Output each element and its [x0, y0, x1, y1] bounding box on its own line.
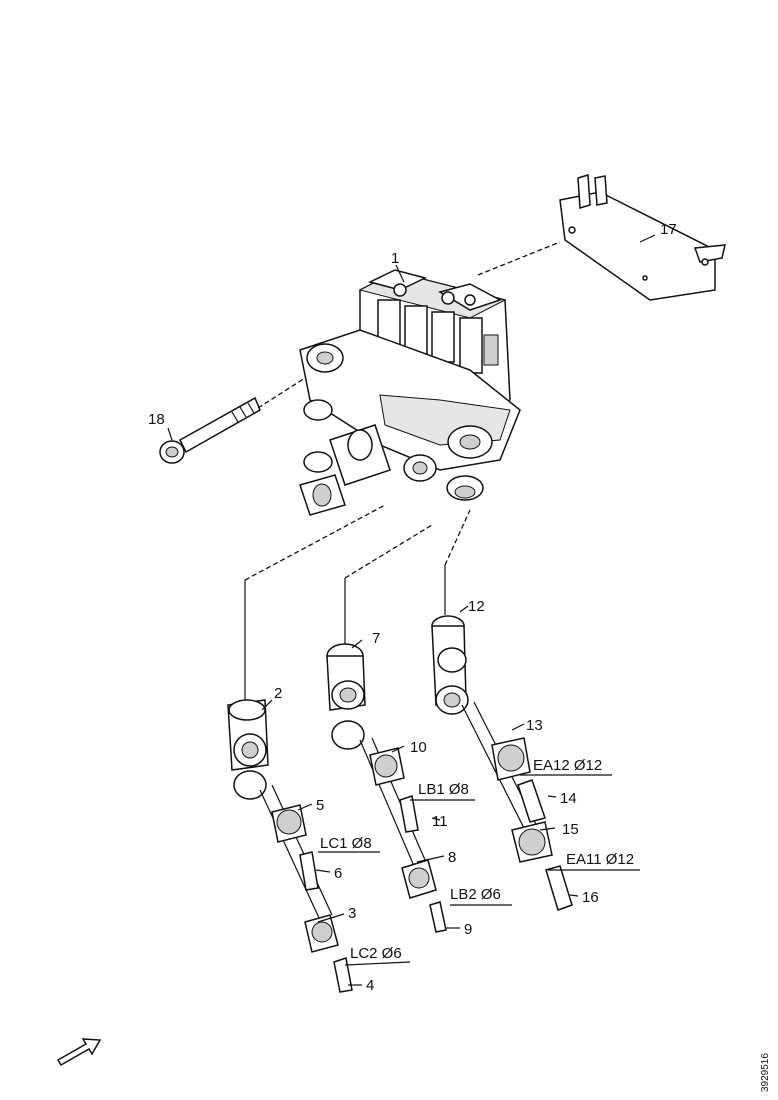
arrow-up-right-icon: [56, 1038, 102, 1067]
fitting-chain-ea: [431, 615, 573, 911]
pipe-label-lb1: LB1 Ø8: [418, 781, 469, 798]
callout-6: 6: [334, 865, 342, 882]
leader-lines: [167, 234, 656, 986]
assembly-lines: [244, 241, 561, 700]
callout-17: 17: [660, 221, 677, 238]
callout-labels: 1 17 18 2 7 12 10 13 5 14 11 15 6 8 16 3…: [148, 221, 677, 994]
valve-block: [299, 269, 521, 516]
callout-2: 2: [274, 685, 282, 702]
callout-4: 4: [366, 977, 374, 994]
callout-7: 7: [372, 630, 380, 647]
callout-5: 5: [316, 797, 324, 814]
callout-10: 10: [410, 739, 427, 756]
callout-14: 14: [560, 790, 577, 807]
callout-18: 18: [148, 411, 165, 428]
pipe-label-ea12: EA12 Ø12: [533, 757, 602, 774]
callout-8: 8: [448, 849, 456, 866]
callout-15: 15: [562, 821, 579, 838]
callout-1: 1: [391, 250, 399, 267]
pipe-label-lc1: LC1 Ø8: [320, 835, 372, 852]
fitting-chain-lc: [227, 699, 353, 993]
pipe-labels: LC1 Ø8 LC2 Ø6 LB1 Ø8 LB2 Ø6 EA12 Ø12 EA1…: [320, 757, 634, 962]
callout-9: 9: [464, 921, 472, 938]
callout-3: 3: [348, 905, 356, 922]
mounting-bracket: [559, 174, 726, 301]
fitting-chain-lb: [326, 643, 447, 933]
callout-12: 12: [468, 598, 485, 615]
callout-16: 16: [582, 889, 599, 906]
pipe-label-ea11: EA11 Ø12: [566, 851, 634, 868]
long-bolt: [159, 396, 261, 464]
pipe-label-lb2: LB2 Ø6: [450, 886, 501, 903]
callout-13: 13: [526, 717, 543, 734]
drawing-number: 3929516: [760, 1053, 771, 1092]
callout-11: 11: [432, 813, 448, 830]
pipe-label-lc2: LC2 Ø6: [350, 945, 402, 962]
